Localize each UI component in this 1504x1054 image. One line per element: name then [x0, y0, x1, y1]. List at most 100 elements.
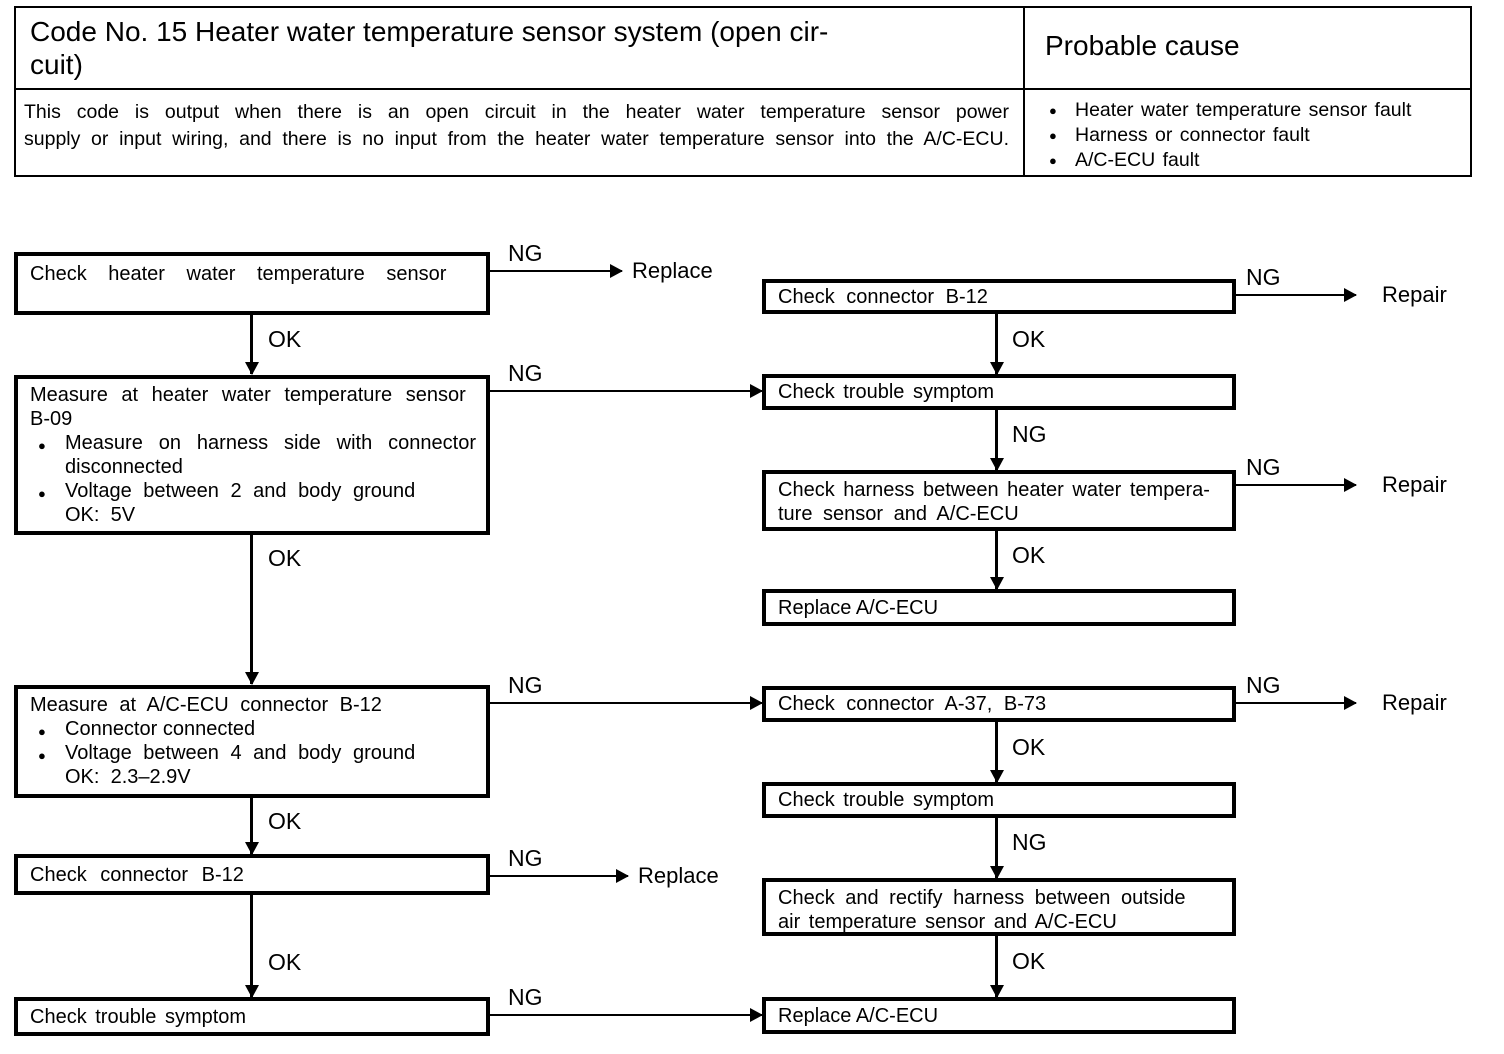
- box-check-heater-water-temp-sensor: Check heater water temperature sensor: [14, 252, 490, 315]
- box-bullet-text: Connector connected: [65, 718, 256, 740]
- box-label: Check heater water temperature sensor: [30, 263, 447, 285]
- box-check-connector-b12-left: Check connector B-12: [14, 854, 490, 895]
- arrow-right-measure-b09-ng-to-symptom1: [490, 384, 763, 398]
- box-replace-ac-ecu-2: Replace A/C-ECU: [762, 997, 1236, 1034]
- box-bullet-item: ● Measure on harness side with connector…: [30, 431, 476, 479]
- terminal-repair: Repair: [1382, 472, 1447, 497]
- edge-label-ng: NG: [1246, 264, 1281, 290]
- bullet-icon: ●: [38, 748, 46, 763]
- arrow-right-r-connector-b12-ng-repair: [1236, 288, 1357, 302]
- code-title: Code No. 15 Heater water temperature sen…: [16, 8, 1025, 90]
- arrow-down-measure-b09-to-measure-b12: [244, 535, 259, 685]
- code-description: This code is output when there is an ope…: [16, 90, 1025, 175]
- edge-label-ng: NG: [1246, 454, 1281, 480]
- arrow-down-a37-to-symptom2: [989, 722, 1004, 783]
- box-label: Replace A/C-ECU: [778, 1004, 939, 1027]
- box-label-line2: air temperature sensor and A/C-ECU: [778, 911, 1117, 933]
- box-label: Check connector B-12: [30, 863, 244, 886]
- probable-cause-item: ● Heater water temperature sensor fault: [1025, 98, 1464, 123]
- terminal-replace: Replace: [638, 863, 719, 888]
- bullet-icon: ●: [1049, 103, 1057, 118]
- probable-cause-title-text: Probable cause: [1045, 30, 1240, 61]
- probable-cause-title: Probable cause: [1025, 8, 1470, 90]
- edge-label-ok: OK: [268, 326, 302, 352]
- bullet-icon: ●: [1049, 153, 1057, 168]
- box-label-line2: B-09: [30, 408, 73, 430]
- arrow-down-symptom1-to-check-harness: [989, 410, 1004, 471]
- edge-label-ng: NG: [508, 240, 543, 266]
- edge-label-ok: OK: [1012, 326, 1046, 352]
- probable-cause-list: ● Heater water temperature sensor fault …: [1025, 90, 1470, 175]
- box-bullet-text: Voltage between 2 and body ground: [65, 480, 416, 502]
- edge-label-ok: OK: [268, 545, 302, 571]
- edge-label-ok: OK: [1012, 734, 1046, 760]
- box-replace-ac-ecu-1: Replace A/C-ECU: [762, 589, 1236, 626]
- arrow-right-measure-b12-ng-to-a37: [490, 696, 763, 710]
- box-label: Check trouble symptom: [778, 789, 995, 811]
- box-ok-value: OK: 2.3–2.9V: [65, 766, 191, 788]
- box-bullet-text: Voltage between 4 and body ground: [65, 742, 416, 764]
- box-check-trouble-symptom-left: Check trouble symptom: [14, 997, 490, 1036]
- box-check-connector-b12-right: Check connector B-12: [762, 279, 1236, 314]
- edge-label-ok: OK: [1012, 542, 1046, 568]
- box-bullet-item: ● Connector connected: [30, 717, 476, 741]
- arrow-right-a37-ng-repair: [1236, 696, 1357, 710]
- edge-label-ng: NG: [508, 845, 543, 871]
- box-label-line1: Check harness between heater water tempe…: [778, 479, 1210, 501]
- box-check-connector-a37-b73: Check connector A-37, B-73: [762, 686, 1236, 722]
- bullet-icon: ●: [38, 486, 46, 501]
- arrow-right-symptom-ng-to-replace-ecu2: [487, 1008, 763, 1022]
- box-label-line1: Measure at heater water temperature sens…: [30, 384, 466, 406]
- code-title-line1: Code No. 15 Heater water temperature sen…: [30, 16, 829, 47]
- code-description-line1: This code is output when there is an ope…: [24, 101, 1009, 123]
- header-table: Code No. 15 Heater water temperature sen…: [14, 6, 1472, 177]
- code-title-line2: cuit): [30, 49, 83, 80]
- probable-cause-item: ● Harness or connector fault: [1025, 123, 1464, 148]
- box-label: Replace A/C-ECU: [778, 596, 939, 619]
- box-bullet-item: ● Voltage between 4 and body ground: [30, 741, 476, 765]
- box-measure-heater-sensor-b09: Measure at heater water temperature sens…: [14, 375, 490, 535]
- terminal-repair: Repair: [1382, 282, 1447, 307]
- bullet-icon: ●: [38, 438, 46, 453]
- box-label-line1: Check and rectify harness between outsid…: [778, 887, 1186, 909]
- arrow-down-measure-b12-to-connector-b12: [244, 798, 259, 855]
- arrow-down-r-connector-b12-to-symptom1: [989, 314, 1004, 375]
- edge-label-ng: NG: [1012, 421, 1047, 447]
- arrow-down-check-harness-to-replace-ecu1: [989, 531, 1004, 590]
- box-label: Check trouble symptom: [30, 1005, 247, 1028]
- probable-cause-item-text: A/C-ECU fault: [1075, 149, 1200, 171]
- box-bullet-item: ● Voltage between 2 and body ground: [30, 479, 476, 503]
- arrow-right-check-sensor-ng-replace: [490, 264, 623, 278]
- box-check-harness-heater-sensor-ecu: Check harness between heater water tempe…: [762, 470, 1236, 531]
- terminal-repair: Repair: [1382, 690, 1447, 715]
- box-label: Check connector A-37, B-73: [778, 693, 1047, 715]
- arrow-down-rectify-to-replace-ecu2: [989, 936, 1004, 998]
- box-check-rectify-harness-outside-sensor: Check and rectify harness between outsid…: [762, 878, 1236, 936]
- box-label: Check connector B-12: [778, 285, 988, 308]
- box-check-trouble-symptom-2: Check trouble symptom: [762, 782, 1236, 818]
- terminal-replace: Replace: [632, 258, 713, 283]
- probable-cause-item-text: Harness or connector fault: [1075, 124, 1310, 146]
- arrow-down-check-sensor-to-measure-b09: [244, 315, 259, 375]
- probable-cause-item-text: Heater water temperature sensor fault: [1075, 99, 1412, 121]
- bullet-icon: ●: [38, 724, 46, 739]
- box-ok-value: OK: 5V: [65, 504, 136, 526]
- bullet-icon: ●: [1049, 128, 1057, 143]
- box-bullet-text: Measure on harness side with connector d…: [65, 432, 476, 478]
- edge-label-ok: OK: [268, 808, 302, 834]
- edge-label-ng: NG: [508, 984, 543, 1010]
- box-measure-ecu-connector-b12: Measure at A/C-ECU connector B-12 ● Conn…: [14, 685, 490, 798]
- edge-label-ok: OK: [1012, 948, 1046, 974]
- edge-label-ng: NG: [508, 360, 543, 386]
- edge-label-ng: NG: [508, 672, 543, 698]
- probable-cause-item: ● A/C-ECU fault: [1025, 148, 1464, 173]
- arrow-right-connector-b12-ng-replace: [488, 869, 629, 883]
- edge-label-ng: NG: [1012, 829, 1047, 855]
- box-label: Check trouble symptom: [778, 381, 995, 403]
- arrow-right-check-harness-ng-repair: [1236, 478, 1357, 492]
- box-label-line1: Measure at A/C-ECU connector B-12: [30, 694, 382, 716]
- arrow-down-connector-b12-to-trouble-symptom: [244, 895, 259, 998]
- box-label-line2: ture sensor and A/C-ECU: [778, 503, 1019, 525]
- box-check-trouble-symptom-1: Check trouble symptom: [762, 374, 1236, 410]
